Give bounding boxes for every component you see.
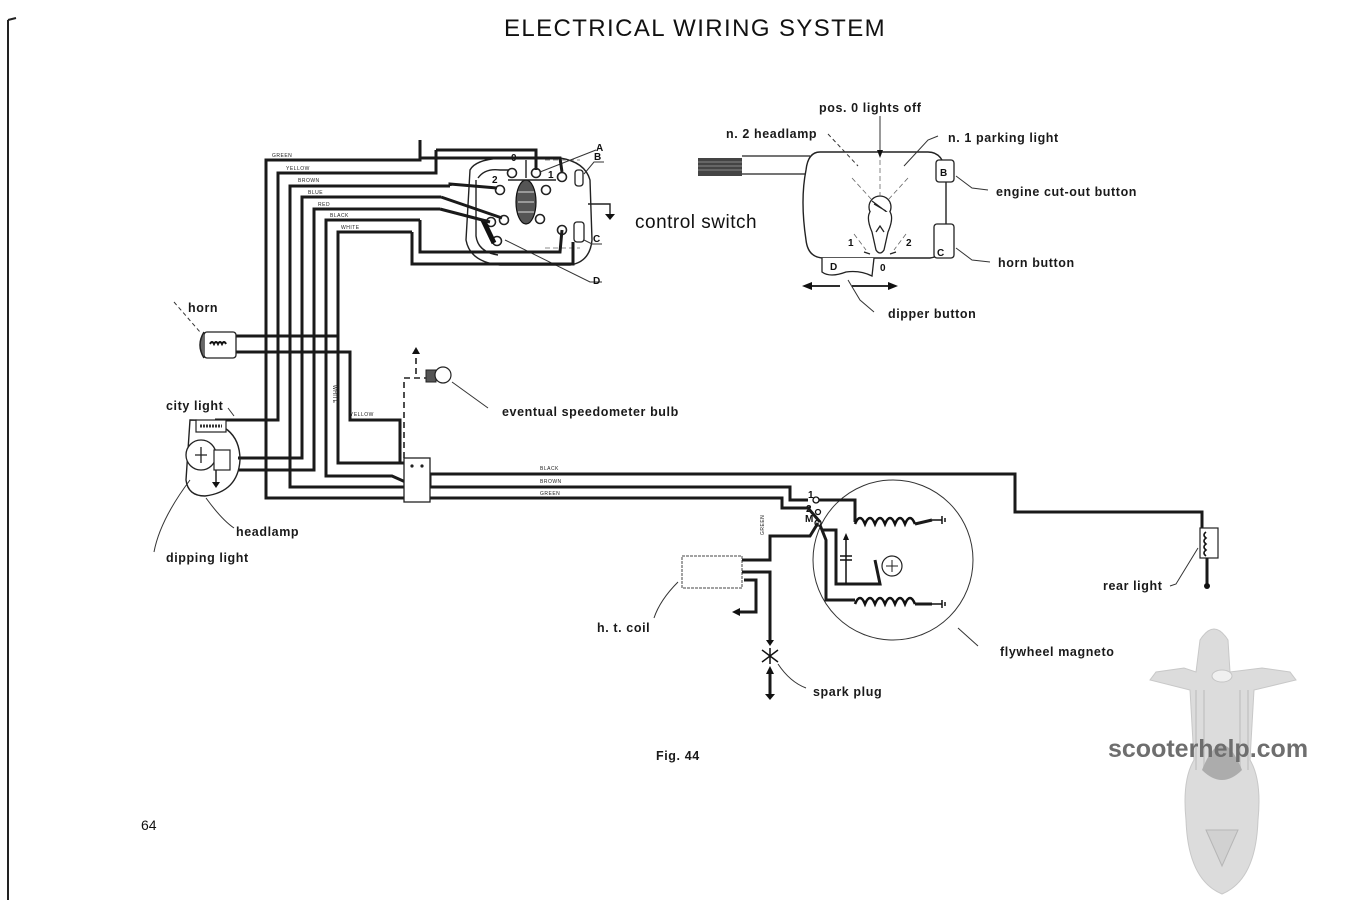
wire-green — [264, 140, 810, 510]
callout-n2-headlamp: n. 2 headlamp — [726, 127, 817, 141]
ht-coil-component: h. t. coil — [597, 555, 772, 640]
horn-label: horn — [188, 301, 218, 315]
page-edge-mark — [7, 17, 17, 900]
callout-pos-0-lights-off: pos. 0 lights off — [819, 101, 922, 115]
detail-button-c: C — [937, 248, 944, 259]
wire-red — [238, 207, 491, 472]
wire-white — [336, 230, 575, 470]
speedometer-bulb-label: eventual speedometer bulb — [502, 405, 679, 419]
callout-dipper-button: dipper button — [888, 307, 976, 321]
terminal-a-label: A — [596, 143, 603, 154]
wire-tag-yellow: YELLOW — [286, 166, 310, 172]
terminal-d-label: D — [593, 276, 600, 287]
wire-blue — [238, 195, 503, 460]
control-switch-label: control switch — [635, 212, 757, 233]
city-light-label: city light — [166, 399, 224, 413]
spark-plug-component: spark plug — [761, 640, 882, 700]
terminal-c-label: C — [593, 234, 600, 245]
spark-plug-label: spark plug — [813, 685, 882, 699]
wire-tag-white-vertical: WHITE — [331, 385, 337, 404]
control-switch-detail: B C D 1 2 0 pos. 0 lights off n. 2 headl… — [698, 101, 1137, 321]
ht-coil-label: h. t. coil — [597, 621, 650, 635]
detail-button-d: D — [830, 262, 837, 273]
junction-block — [403, 457, 431, 503]
callout-n1-parking-light: n. 1 parking light — [948, 131, 1059, 145]
callout-engine-cut-out: engine cut-out button — [996, 185, 1137, 199]
horn-component: horn — [173, 301, 237, 359]
page-title: ELECTRICAL WIRING SYSTEM — [504, 15, 886, 42]
wire-horn — [236, 334, 402, 462]
detail-pos-1: 1 — [848, 238, 854, 249]
wire-tag-brown: BROWN — [298, 178, 320, 184]
flywheel-magneto-label: flywheel magneto — [1000, 645, 1114, 659]
page-number: 64 — [141, 817, 157, 833]
wire-tag-green: GREEN — [272, 153, 292, 159]
wire-tag-black-2: BLACK — [540, 466, 559, 472]
headlamp-label: headlamp — [236, 525, 299, 539]
wire-tag-brown-2: BROWN — [540, 479, 562, 485]
flywheel-magneto-component: 1 2 M flywheel magneto — [744, 479, 1114, 659]
detail-button-b: B — [940, 168, 947, 179]
watermark-text: scooterhelp.com — [1108, 735, 1308, 763]
wire-tag-white: WHITE — [341, 225, 360, 231]
speedometer-bulb-component: eventual speedometer bulb — [403, 347, 679, 458]
rear-light-component: rear light — [1103, 527, 1219, 593]
magneto-terminal-1: 1 — [808, 490, 814, 501]
wire-tag-red: RED — [318, 202, 330, 208]
headlamp-component: city light headlamp dipping light — [153, 399, 299, 565]
switch-pos-1-label: 1 — [548, 170, 554, 181]
detail-pos-2: 2 — [906, 238, 912, 249]
wire-tag-blue: BLUE — [308, 190, 323, 196]
detail-pos-0: 0 — [880, 263, 886, 274]
scooter-silhouette — [1149, 628, 1297, 895]
wire-brown — [288, 182, 808, 502]
magneto-terminal-m: M — [805, 514, 813, 525]
dipping-light-label: dipping light — [166, 551, 249, 565]
wire-tag-green-2: GREEN — [540, 491, 560, 497]
callout-horn-button: horn button — [998, 256, 1075, 270]
wire-tag-black: BLACK — [330, 213, 349, 219]
wire-color-tags: GREEN YELLOW BROWN BLUE RED BLACK WHITE … — [272, 153, 766, 535]
wire-yellow — [215, 148, 538, 422]
terminal-b-label: B — [594, 152, 601, 163]
figure-caption: Fig. 44 — [656, 749, 700, 763]
watermark: scooterhelp.com — [1108, 628, 1308, 895]
wire-tag-yellow-2: YELLOW — [350, 412, 374, 418]
wire-tag-green-coil: GREEN — [760, 515, 766, 535]
switch-lever — [480, 218, 497, 245]
rear-light-label: rear light — [1103, 579, 1163, 593]
switch-pos-2-label: 2 — [492, 175, 498, 186]
